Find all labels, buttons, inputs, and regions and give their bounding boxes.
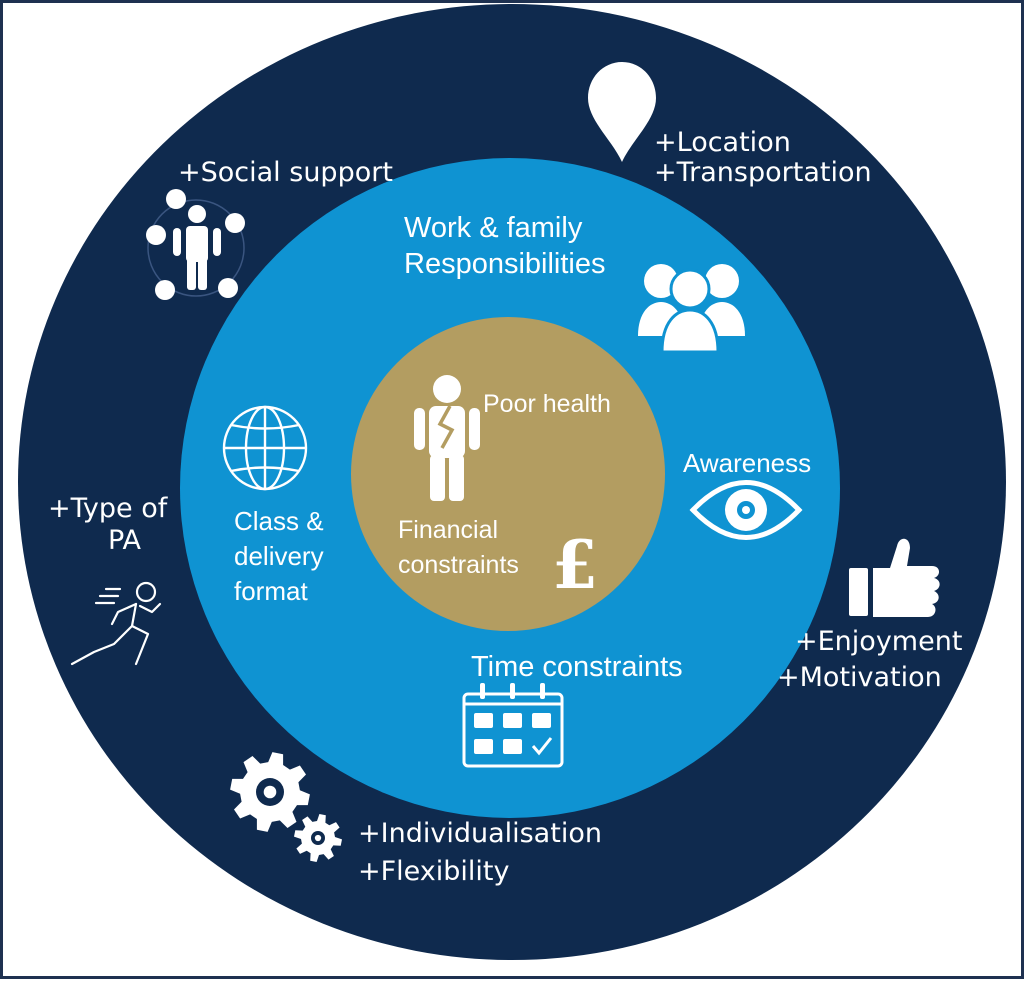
awareness-label: Awareness: [683, 448, 811, 478]
flexibility-label: +Flexibility: [358, 856, 510, 887]
map-pin-icon: [588, 62, 656, 162]
enjoyment-label: +Enjoyment: [795, 626, 962, 657]
work-family-label-line2: Responsibilities: [404, 248, 606, 280]
type-of-pa-label-line2: PA: [108, 525, 142, 556]
financial-label-line2: constraints: [398, 551, 519, 579]
financial-label-line1: Financial: [398, 516, 498, 544]
eye-icon: [689, 480, 803, 540]
individualisation-label: +Individualisation: [358, 818, 602, 849]
location-label: +Location: [654, 127, 791, 158]
calendar-icon: [462, 683, 564, 768]
gears-icon: [230, 752, 342, 862]
group-people-icon: [638, 264, 745, 354]
social-support-label: +Social support: [178, 157, 393, 188]
pound-sign-icon: £: [552, 526, 598, 604]
thumbs-up-icon: [849, 538, 940, 617]
poor-health-label: Poor health: [483, 390, 611, 418]
globe-icon: [222, 405, 308, 491]
class-delivery-label-line2: delivery: [234, 541, 324, 571]
transportation-label: +Transportation: [654, 157, 872, 188]
motivation-label: +Motivation: [777, 662, 942, 693]
running-person-icon: [70, 581, 162, 666]
type-of-pa-label-line1: +Type of: [48, 493, 169, 524]
class-delivery-label-line3: format: [234, 576, 308, 606]
injured-person-icon: [414, 375, 480, 501]
social-network-icon: [146, 189, 245, 300]
work-family-label-line1: Work & family: [404, 212, 583, 244]
time-constraints-label: Time constraints: [471, 651, 683, 683]
core-circle: [351, 317, 665, 631]
class-delivery-label-line1: Class &: [234, 506, 324, 536]
